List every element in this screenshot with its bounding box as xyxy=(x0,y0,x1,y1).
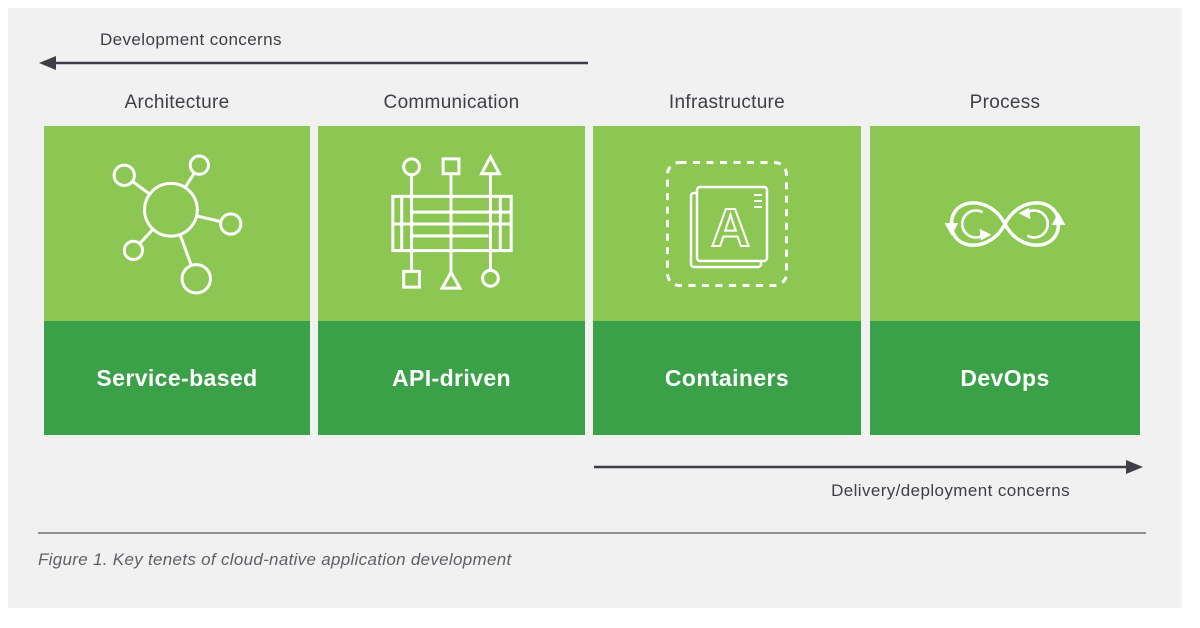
caption-divider xyxy=(38,532,1146,534)
tenet-label-bar: DevOps xyxy=(870,321,1140,435)
header-communication: Communication xyxy=(383,92,520,113)
column-infrastructure: A Containers xyxy=(593,126,861,435)
devops-infinity-icon xyxy=(870,126,1140,321)
column-communication: API-driven xyxy=(318,126,585,435)
app-letter: A xyxy=(711,198,750,258)
delivery-concerns-label: Delivery/deployment concerns xyxy=(831,481,1070,500)
column-architecture: Service-based xyxy=(44,126,310,435)
container-app-icon: A xyxy=(593,126,861,321)
api-bus-icon xyxy=(318,126,585,321)
header-process: Process xyxy=(969,92,1041,113)
tenet-label-bar: Service-based xyxy=(44,321,310,435)
tenet-label-bar: API-driven xyxy=(318,321,585,435)
header-architecture: Architecture xyxy=(124,92,230,113)
tenet-label: Containers xyxy=(664,364,790,391)
tenet-label: Service-based xyxy=(96,364,258,391)
figure-caption: Figure 1. Key tenets of cloud-native app… xyxy=(38,550,512,569)
column-process: DevOps xyxy=(870,126,1140,435)
header-infrastructure: Infrastructure xyxy=(668,92,786,113)
service-network-icon xyxy=(44,126,310,321)
tenet-label: DevOps xyxy=(960,364,1050,391)
tenet-label-bar: Containers xyxy=(593,321,861,435)
development-concerns-label: Development concerns xyxy=(100,30,282,49)
left-arrow-icon xyxy=(39,56,588,70)
tenet-label: API-driven xyxy=(391,364,512,391)
right-arrow-icon xyxy=(594,460,1143,474)
